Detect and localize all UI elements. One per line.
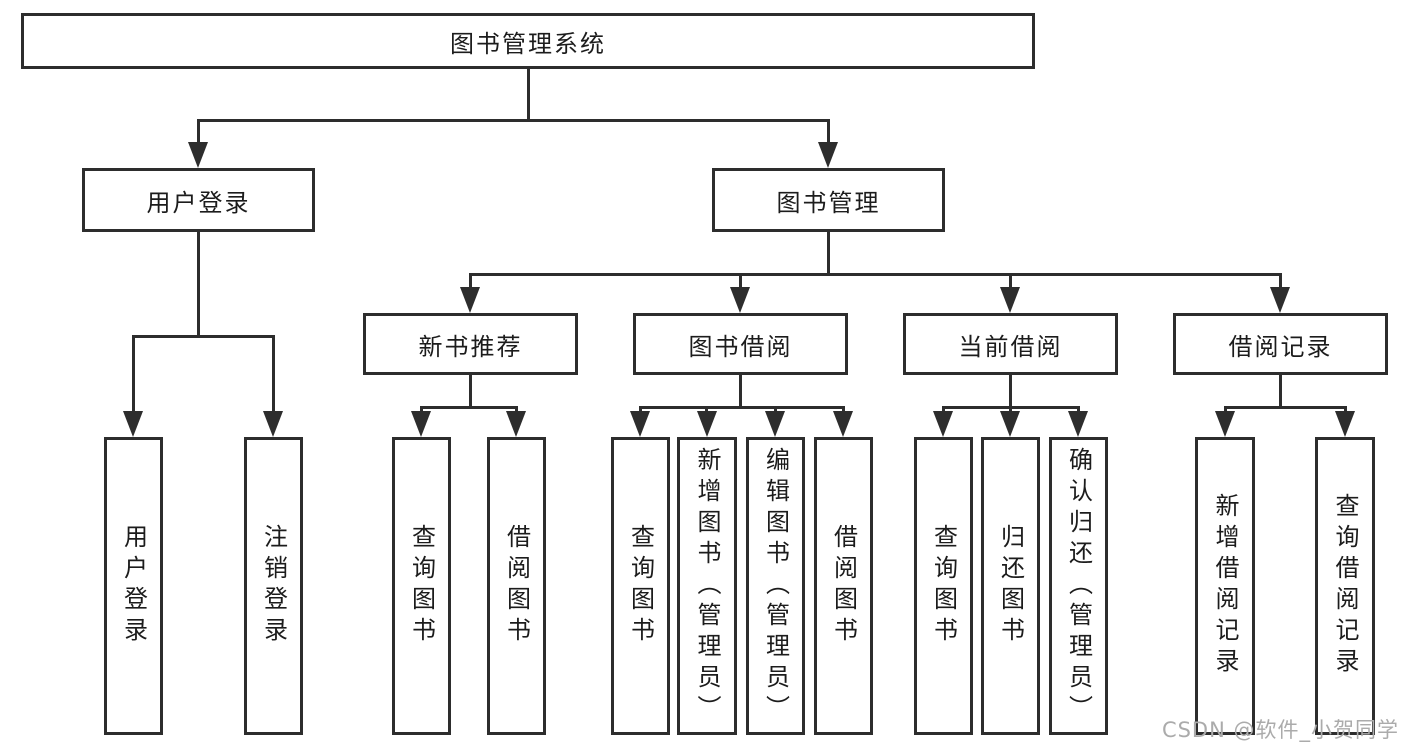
node-library-system-label: 图书管理系统 (450, 29, 606, 58)
connector-line (469, 273, 472, 290)
arrow-down-icon (123, 411, 143, 437)
leaf-add-book-admin-label: 新增图书（管理员） (693, 446, 721, 726)
leaf-edit-book-admin-label: 编辑图书（管理员） (761, 446, 790, 726)
arrow-down-icon (1270, 287, 1290, 313)
node-book-borrow-label: 图书借阅 (688, 332, 793, 361)
connector-line (827, 119, 830, 145)
leaf-borrow-books: 借阅图书 (814, 437, 873, 735)
connector-line (469, 273, 1282, 276)
arrow-down-icon (833, 411, 853, 437)
connector-line (132, 335, 135, 415)
leaf-query-books-borrow: 查询图书 (611, 437, 670, 735)
node-user-login: 用户登录 (82, 168, 315, 232)
connector-line (774, 406, 777, 415)
leaf-logout: 注销登录 (244, 437, 303, 735)
connector-line (705, 406, 708, 415)
node-new-book-recommend-label: 新书推荐 (418, 332, 523, 361)
connector-line (197, 119, 200, 145)
leaf-query-books-current-label: 查询图书 (929, 524, 958, 648)
leaf-query-borrow-record: 查询借阅记录 (1315, 437, 1375, 735)
connector-line (827, 232, 830, 276)
arrow-down-icon (1215, 411, 1235, 437)
connector-line (942, 406, 945, 415)
node-current-borrow: 当前借阅 (903, 313, 1118, 375)
leaf-confirm-return-admin-label: 确认归还（管理员） (1064, 446, 1093, 726)
connector-line (1009, 375, 1012, 409)
connector-line (197, 119, 830, 122)
connector-line (739, 273, 742, 290)
leaf-logout-label: 注销登录 (259, 524, 288, 648)
arrow-down-icon (263, 411, 283, 437)
arrow-down-icon (188, 142, 208, 168)
arrow-down-icon (506, 411, 526, 437)
connector-line (1224, 406, 1227, 415)
node-borrow-records-label: 借阅记录 (1228, 332, 1333, 361)
node-book-management: 图书管理 (712, 168, 945, 232)
leaf-query-books-recommend: 查询图书 (392, 437, 451, 735)
leaf-return-books: 归还图书 (981, 437, 1040, 735)
node-new-book-recommend: 新书推荐 (363, 313, 578, 375)
connector-line (1077, 406, 1080, 415)
arrow-down-icon (630, 411, 650, 437)
connector-line (639, 406, 642, 415)
arrow-down-icon (1068, 411, 1088, 437)
connector-line (132, 335, 275, 338)
node-book-borrow: 图书借阅 (633, 313, 848, 375)
arrow-down-icon (818, 142, 838, 168)
leaf-edit-book-admin: 编辑图书（管理员） (746, 437, 805, 735)
connector-line (1344, 406, 1347, 415)
leaf-add-borrow-record-label: 新增借阅记录 (1211, 493, 1239, 679)
connector-line (1224, 406, 1346, 409)
leaf-add-book-admin: 新增图书（管理员） (677, 437, 737, 735)
csdn-watermark: CSDN @软件_小贺同学 (1161, 718, 1399, 742)
leaf-borrow-books-label: 借阅图书 (829, 524, 858, 648)
connector-line (420, 406, 518, 409)
leaf-user-login: 用户登录 (104, 437, 163, 735)
connector-line (1279, 273, 1282, 290)
arrow-down-icon (1335, 411, 1355, 437)
connector-line (1279, 375, 1282, 409)
connector-line (842, 406, 845, 415)
leaf-query-borrow-record-label: 查询借阅记录 (1331, 493, 1359, 679)
connector-line (527, 69, 530, 122)
leaf-query-books-current: 查询图书 (914, 437, 973, 735)
node-current-borrow-label: 当前借阅 (958, 332, 1063, 361)
arrow-down-icon (411, 411, 431, 437)
arrow-down-icon (1000, 411, 1020, 437)
connector-line (420, 406, 423, 415)
connector-line (739, 375, 742, 409)
connector-line (469, 375, 472, 409)
leaf-query-books-borrow-label: 查询图书 (626, 524, 655, 648)
arrow-down-icon (730, 287, 750, 313)
connector-line (1009, 273, 1012, 290)
leaf-add-borrow-record: 新增借阅记录 (1195, 437, 1255, 735)
arrow-down-icon (933, 411, 953, 437)
leaf-query-books-recommend-label: 查询图书 (407, 524, 436, 648)
connector-line (515, 406, 518, 415)
connector-line (272, 335, 275, 415)
connector-line (197, 232, 200, 338)
connector-line (1009, 406, 1012, 415)
leaf-borrow-books-recommend-label: 借阅图书 (502, 524, 531, 648)
arrow-down-icon (697, 411, 717, 437)
leaf-borrow-books-recommend: 借阅图书 (487, 437, 546, 735)
leaf-user-login-label: 用户登录 (119, 524, 148, 648)
connector-line (639, 406, 845, 409)
node-borrow-records: 借阅记录 (1173, 313, 1388, 375)
arrow-down-icon (460, 287, 480, 313)
arrow-down-icon (1000, 287, 1020, 313)
node-library-system: 图书管理系统 (21, 13, 1035, 69)
leaf-return-books-label: 归还图书 (996, 524, 1025, 648)
node-user-login-label: 用户登录 (146, 188, 251, 217)
node-book-management-label: 图书管理 (776, 188, 881, 217)
arrow-down-icon (765, 411, 785, 437)
leaf-confirm-return-admin: 确认归还（管理员） (1049, 437, 1108, 735)
